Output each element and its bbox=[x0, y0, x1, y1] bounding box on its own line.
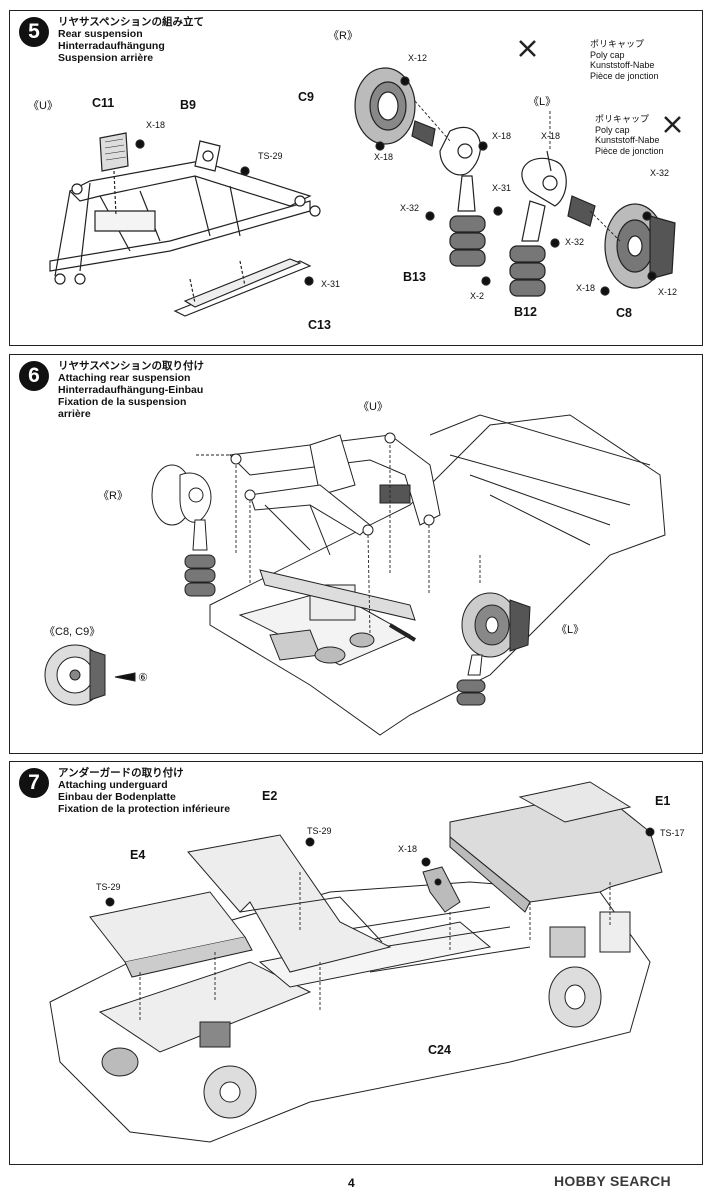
watermark: HOBBY SEARCH bbox=[554, 1173, 671, 1189]
part-c11 bbox=[99, 132, 129, 217]
step-heading: リヤサスペンションの組み立て Rear suspension Hinterrad… bbox=[58, 16, 204, 64]
view-label-u: 《U》 bbox=[28, 99, 58, 112]
step-7-illustration: E2 E4 E1 C24 TS-29 TS-29 TS-17 X-18 bbox=[49, 781, 685, 1143]
brake-disc-inset bbox=[44, 644, 136, 706]
title-fr: Fixation de la suspension bbox=[58, 396, 187, 408]
label-x12-a: X-12 bbox=[408, 53, 427, 63]
screw-icons bbox=[135, 76, 657, 296]
title-en: Rear suspension bbox=[58, 28, 143, 40]
step-heading: リヤサスペンションの取り付け Attaching rear suspension… bbox=[58, 360, 204, 420]
title-fr: Fixation de la protection inférieure bbox=[58, 803, 231, 815]
label-x31-b: X-31 bbox=[492, 183, 511, 193]
label-c24: C24 bbox=[428, 1043, 451, 1057]
view-label-r: 《R》 bbox=[98, 489, 128, 502]
label-x18-e: X-18 bbox=[576, 283, 595, 293]
part-c13 bbox=[173, 258, 312, 317]
part-e2 bbox=[187, 834, 392, 973]
label-ts17: TS-17 bbox=[660, 828, 685, 838]
assembly-guides bbox=[139, 872, 611, 1022]
assembly-guides bbox=[196, 445, 481, 636]
step-5-panel: 5 リヤサスペンションの組み立て Rear suspension Hinterr… bbox=[9, 10, 703, 346]
part-e1 bbox=[449, 781, 663, 913]
label-b12: B12 bbox=[514, 305, 537, 319]
step-6-illustration: 《U》 《R》 《L》 《C8, C9》 ⑥ bbox=[44, 400, 666, 736]
view-label-l: 《L》 bbox=[528, 95, 556, 108]
label-b9: B9 bbox=[180, 98, 196, 112]
label-x32-b: X-32 bbox=[565, 237, 584, 247]
label-x18-c: X-18 bbox=[492, 131, 511, 141]
label-e1: E1 bbox=[655, 794, 670, 808]
label-ts29-b: TS-29 bbox=[96, 882, 121, 892]
title-de: Hinterradaufhängung bbox=[58, 40, 165, 52]
label-x31-a: X-31 bbox=[321, 279, 340, 289]
poly-cap-icon bbox=[519, 40, 681, 133]
label-x32-a: X-32 bbox=[400, 203, 419, 213]
title-ja: リヤサスペンションの取り付け bbox=[58, 360, 205, 372]
label-ts29-a: TS-29 bbox=[307, 826, 332, 836]
step-heading: アンダーガードの取り付け Attaching underguard Einbau… bbox=[58, 767, 230, 815]
label-c11: C11 bbox=[92, 96, 114, 110]
step-5-illustration: 《U》 《R》 《L》 C11 B9 C13 C9 B13 B12 C8 X-1… bbox=[28, 29, 681, 332]
title-fr-2: arrière bbox=[58, 408, 91, 420]
title-de: Einbau der Bodenplatte bbox=[58, 791, 176, 803]
label-x18: X-18 bbox=[398, 844, 417, 854]
label-b13: B13 bbox=[403, 270, 426, 284]
label-x2: X-2 bbox=[470, 291, 484, 301]
step-number: 6 bbox=[19, 361, 49, 391]
label-c8: C8 bbox=[616, 306, 632, 320]
suspension-assembly bbox=[228, 432, 441, 556]
ref-step-6-icon: ⑥ bbox=[138, 672, 148, 684]
part-e4 bbox=[89, 891, 253, 978]
view-label-u: 《U》 bbox=[358, 400, 388, 413]
hub-l bbox=[456, 592, 531, 706]
title-ja: アンダーガードの取り付け bbox=[58, 767, 184, 779]
title-de: Hinterradaufhängung-Einbau bbox=[58, 384, 204, 396]
page-number: 4 bbox=[348, 1176, 355, 1190]
step-7-panel: 7 アンダーガードの取り付け Attaching underguard Einb… bbox=[9, 761, 703, 1165]
label-ts29: TS-29 bbox=[258, 151, 283, 161]
screw-icons bbox=[105, 827, 655, 907]
hub-r bbox=[151, 464, 216, 597]
label-x12-b: X-12 bbox=[658, 287, 677, 297]
step-6-panel: 6 リヤサスペンションの取り付け Attaching rear suspensi… bbox=[9, 354, 703, 754]
title-fr: Suspension arrière bbox=[58, 52, 154, 64]
view-label-c8-c9: 《C8, C9》 bbox=[44, 625, 100, 638]
step-number: 7 bbox=[19, 768, 49, 798]
view-label-l: 《L》 bbox=[556, 623, 584, 636]
label-x18-a: X-18 bbox=[146, 120, 165, 130]
label-e2: E2 bbox=[262, 789, 277, 803]
view-label-r: 《R》 bbox=[328, 29, 358, 42]
title-ja: リヤサスペンションの組み立て bbox=[58, 16, 205, 28]
title-en: Attaching underguard bbox=[58, 779, 168, 791]
label-x18-d: X-18 bbox=[541, 131, 560, 141]
suspension-frame bbox=[49, 140, 321, 285]
label-e4: E4 bbox=[130, 848, 145, 862]
step-number: 5 bbox=[19, 17, 49, 47]
label-x32-c: X-32 bbox=[650, 168, 669, 178]
part-c24 bbox=[422, 866, 461, 913]
title-en: Attaching rear suspension bbox=[58, 372, 191, 384]
chassis bbox=[209, 414, 666, 736]
hub-assembly-r bbox=[354, 67, 486, 267]
label-c9: C9 bbox=[298, 90, 314, 104]
assembly-guides bbox=[414, 100, 621, 242]
hub-assembly-l bbox=[509, 150, 676, 297]
label-c13: C13 bbox=[308, 318, 331, 332]
label-x18-b: X-18 bbox=[374, 152, 393, 162]
